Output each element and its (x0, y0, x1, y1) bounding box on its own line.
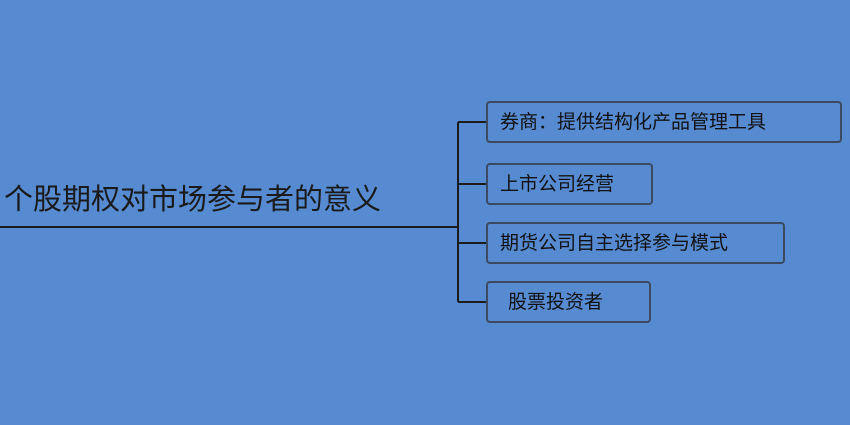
root-topic[interactable]: 个股期权对市场参与者的意义 (4, 182, 382, 216)
branch-node-futures-company[interactable]: 期货公司自主选择参与模式 (486, 222, 785, 264)
branch-node-stock-investor[interactable]: 股票投资者 (486, 281, 651, 323)
branch-node-listed-company[interactable]: 上市公司经营 (486, 163, 653, 205)
branch-node-broker[interactable]: 券商：提供结构化产品管理工具 (486, 101, 842, 143)
